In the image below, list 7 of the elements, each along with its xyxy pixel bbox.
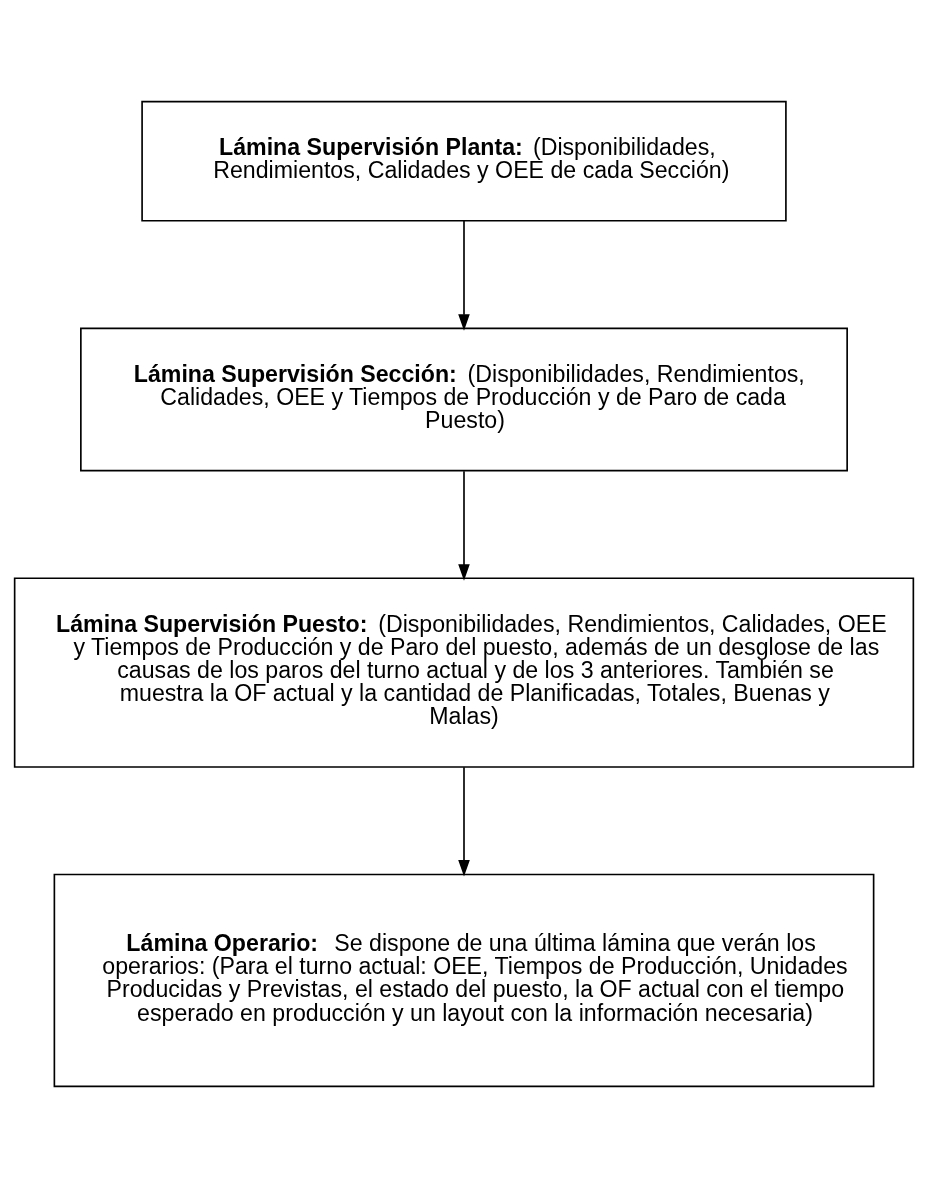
arrow [458, 470, 470, 581]
node-box: Lámina Supervisión Sección: (Disponibilidades, Rendimientos, Calidades, OEE y Tiempos de Producción y de Paro de cada Puesto) [80, 327, 848, 472]
arrow [458, 219, 470, 331]
node-box: Lámina Supervisión Puesto: (Disponibilidades, Rendimientos, Calidades, OEE y Tiempos de Producción y de Paro del puesto, además de un desglose de las causas de los paros del turno actual y de los 3 anteriores. También se muestra la OF actual y la cantidad de Planificadas, Totales, Buenas y Malas) [13, 576, 915, 768]
node-box: Lámina Supervisión Planta: (Disponibilidades, Rendimientos, Calidades y OEE de cada Sección) [141, 100, 787, 222]
arrow [458, 765, 470, 877]
node-box: Lámina Operario: Se dispone de una última lámina que verán los operarios: (Para el turno actual: OEE, Tiempos de Producción, Unidades Producidas y Previstas, el estado del puesto, la OF actual con el tiempo esperado en producción y un layout con la información necesaria) [53, 873, 875, 1087]
